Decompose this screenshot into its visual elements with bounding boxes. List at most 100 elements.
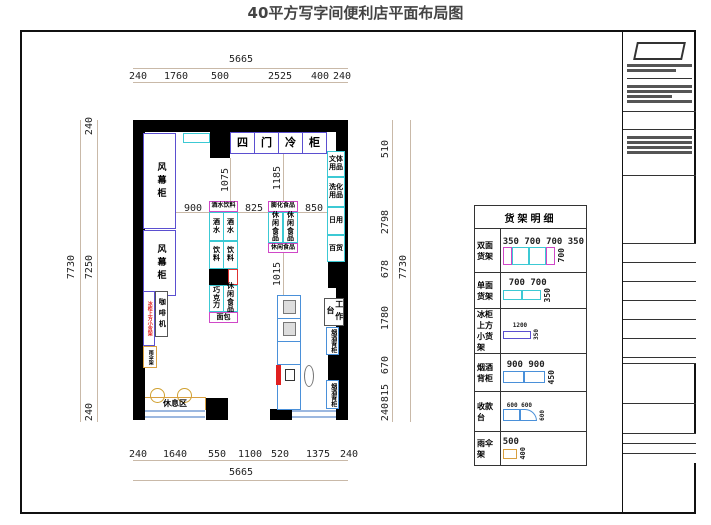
dim-top-2: 1760 [164,71,189,82]
company-name-text [627,64,692,67]
pillar-bottom-right [270,409,292,420]
umbrella-rack: 雨伞架 [143,346,157,368]
pillar-top [210,132,230,158]
dim-top-total: 5665 [229,54,254,65]
shelf2-end: 休闲食品 [268,243,298,253]
dim-shelf1-top: 1075 [220,168,231,193]
counter-divider-1 [277,318,301,319]
company-logo [633,42,686,60]
drawing-frame [20,30,696,514]
dim-right-5: 670 [380,356,391,375]
dim-line-left [97,120,98,422]
wall-notch-1 [328,262,338,288]
dim-right-7: 240 [380,403,391,422]
legend-sample-4: 900 900 450 [499,353,588,392]
signature-grid [623,243,696,363]
shelf1-cell-1: 酒水 [209,212,224,241]
shelf1-cell-4: 饮料 [223,241,238,269]
dim-line-top [133,82,348,83]
legend-sample-1: 350 700 700 350 700 [499,228,588,273]
wind-cabinet-1: 风幕柜 [143,133,176,229]
notes-section [623,129,696,175]
shelf-daily: 日用 [327,207,345,235]
shelf1-cell-3: 饮料 [209,241,224,269]
shelf1-chocolate: 巧克力 [209,285,224,312]
dim-bottom-total: 5665 [229,467,254,478]
drawing-info-grid [623,433,696,463]
shelf-toiletries: 洗化用品 [327,177,345,207]
project-name-section [623,363,696,403]
dim-aisle-mid: 825 [245,203,264,214]
pillar-bottom-left [206,398,228,420]
dim-line-bottom-total [133,480,348,481]
website-text [627,100,692,103]
legend-label-6: 雨伞架 [474,431,501,466]
window-left [145,410,205,418]
dim-line-bottom [133,460,348,461]
shelf2-cell-2: 休闲食品 [283,211,298,243]
shelf2-head: 膨化食品 [268,201,298,212]
workbench: 工作台 [324,298,344,326]
dim-right-1: 510 [380,140,391,159]
fridge-door-1: 四 [231,133,255,153]
fridge-door-4: 柜 [303,133,326,153]
wall-notch-2 [328,355,338,380]
dim-line-shelf2 [283,154,284,201]
rest-stool-2 [177,388,192,403]
top-small-shelf [183,133,210,143]
dim-line-right [392,120,393,422]
counter-divider-2 [277,341,301,342]
window-right [292,410,336,418]
dim-top-6: 240 [333,71,352,82]
legend-label-2: 单面货架 [474,272,501,309]
dim-left-3: 240 [84,403,95,422]
dim-line-aisles [176,212,327,213]
legend-label-1: 双面货架 [474,228,501,273]
dim-aisle-right: 850 [305,203,324,214]
shelf2-cell-1: 休闲食品 [268,211,283,243]
appliance-1 [283,300,296,314]
legend-sample-2: 700 700 350 [499,272,588,309]
dim-top-1: 240 [129,71,148,82]
coffee-machine: 咖啡机 [155,291,168,337]
tobacco-cabinet-1: 烟酒背柜 [326,327,339,355]
shelf1-snacks: 休闲食品 [223,282,238,313]
chair-icon [304,365,314,387]
legend-sample-3: 1200 350 [499,308,588,354]
dim-aisle-left: 900 [184,203,203,214]
dim-bottom-1: 240 [129,449,148,460]
dim-line-shelf2-bottom [283,252,284,295]
dim-right-total: 7730 [398,255,409,280]
shelf1-red-box [228,269,238,285]
page-title: 40平方写字间便利店平面布局图 [247,4,464,22]
dim-top-3: 500 [211,71,230,82]
fax-text [627,95,672,98]
four-door-fridge: 四 门 冷 柜 [230,132,327,154]
dim-bottom-6: 1375 [306,449,331,460]
wall-top [133,120,348,132]
rest-area: 休息区 [145,397,206,410]
dim-right-2: 2798 [380,210,391,235]
shelf-legend-table: 货架明细 双面货架 350 700 700 350 700 单面货架 700 7… [474,205,588,466]
dim-line-right-total [410,120,411,422]
wind-cabinet-2: 风幕柜 [143,230,176,296]
dim-right-4: 1780 [380,306,391,331]
approval-section [623,175,696,243]
dim-line-shelf1 [230,158,231,201]
rest-stool-1 [150,388,165,403]
dim-shelf2-bottom: 1015 [272,262,283,287]
checkout-counter [277,295,301,410]
shelf-general: 百货 [327,235,345,262]
notes-header [623,111,696,129]
legend-sample-5: 600 600 600 [499,391,588,432]
company-name-text-2 [627,69,676,72]
fridge-door-2: 门 [255,133,279,153]
dim-right-3: 678 [380,260,391,279]
legend-header: 货架明细 [474,205,587,229]
title-block [622,30,696,514]
dim-bottom-3: 550 [208,449,227,460]
shelf1-bread: 面包 [209,312,238,323]
legend-label-4: 烟酒背柜 [474,353,501,392]
legend-sample-6: 500 400 [499,431,588,466]
dim-bottom-7: 240 [340,449,359,460]
